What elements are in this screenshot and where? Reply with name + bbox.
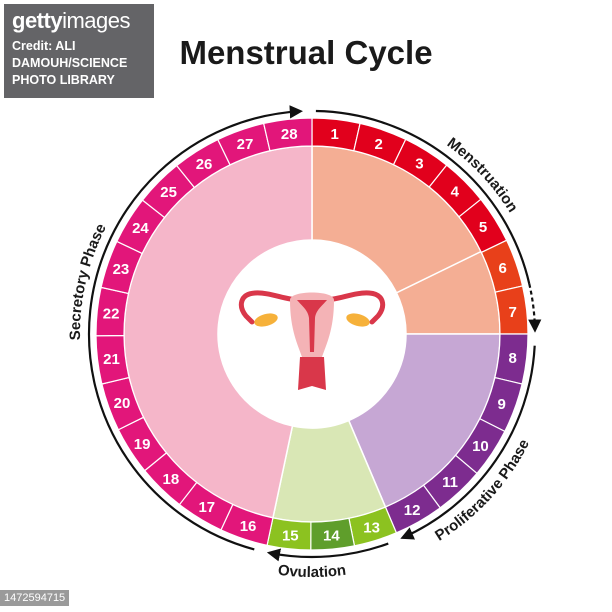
menstruation-arc bbox=[315, 109, 531, 285]
day-number: 9 bbox=[498, 396, 506, 413]
day-number: 22 bbox=[103, 305, 120, 322]
day-number: 6 bbox=[498, 260, 506, 277]
day-number: 8 bbox=[508, 350, 516, 367]
day-number: 12 bbox=[404, 502, 421, 519]
day-number: 4 bbox=[451, 184, 460, 201]
proliferative-arrow bbox=[400, 345, 536, 540]
day-number: 24 bbox=[132, 220, 149, 237]
day-number: 20 bbox=[114, 395, 131, 412]
day-number: 7 bbox=[509, 304, 517, 321]
watermark-credit: Credit: ALI DAMOUH/SCIENCE PHOTO LIBRARY bbox=[12, 39, 128, 87]
image-id: 1472594715 bbox=[0, 590, 70, 606]
day-number: 5 bbox=[479, 219, 487, 236]
day-number: 14 bbox=[323, 528, 340, 545]
diagram-title: Menstrual Cycle bbox=[179, 34, 433, 71]
uterus-icon bbox=[238, 290, 386, 390]
day-segment-28 bbox=[262, 117, 313, 152]
sector-divider bbox=[396, 250, 482, 294]
day-number: 15 bbox=[282, 527, 299, 544]
day-number: 16 bbox=[240, 518, 257, 535]
day-number: 17 bbox=[198, 499, 215, 516]
day-number: 13 bbox=[363, 520, 380, 537]
ovulation-label: Ovulation bbox=[277, 562, 347, 581]
day-number: 25 bbox=[160, 184, 177, 201]
day-number: 28 bbox=[281, 126, 298, 143]
day-number: 3 bbox=[415, 155, 423, 172]
day-number: 1 bbox=[330, 126, 338, 143]
getty-logo: gettyimages bbox=[12, 8, 130, 33]
day-number: 26 bbox=[196, 156, 213, 173]
day-number: 11 bbox=[442, 474, 458, 491]
day-number: 19 bbox=[134, 436, 151, 453]
day-number: 2 bbox=[375, 136, 383, 153]
day-number: 10 bbox=[472, 438, 489, 455]
menstruation-dashed-arrow bbox=[528, 283, 542, 333]
ovulation-arrow bbox=[266, 542, 389, 562]
day-number: 23 bbox=[113, 261, 130, 278]
day-number: 21 bbox=[103, 351, 120, 368]
day-number: 18 bbox=[163, 471, 180, 488]
secretory-arrow bbox=[87, 105, 303, 551]
day-number: 27 bbox=[237, 136, 254, 153]
watermark: gettyimages Credit: ALI DAMOUH/SCIENCE P… bbox=[4, 4, 154, 98]
